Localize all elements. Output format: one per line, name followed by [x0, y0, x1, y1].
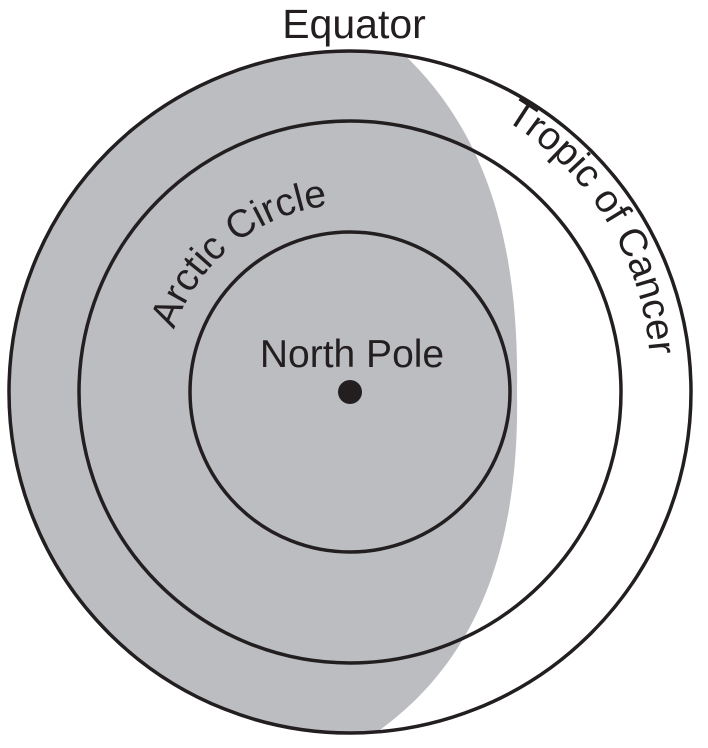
equator-circle [7, 49, 693, 735]
north-pole-label: North Pole [260, 333, 444, 376]
north-pole-dot [338, 380, 362, 404]
equator-label: Equator [282, 1, 426, 47]
tropic-of-cancer-label: Tropic of Cancer [500, 91, 684, 356]
tropic-of-cancer-label-path: Tropic of Cancer [500, 91, 684, 356]
tropic-of-cancer-circle [77, 119, 623, 665]
arctic-circle-circle [188, 230, 512, 554]
night-shadow [9, 51, 518, 733]
